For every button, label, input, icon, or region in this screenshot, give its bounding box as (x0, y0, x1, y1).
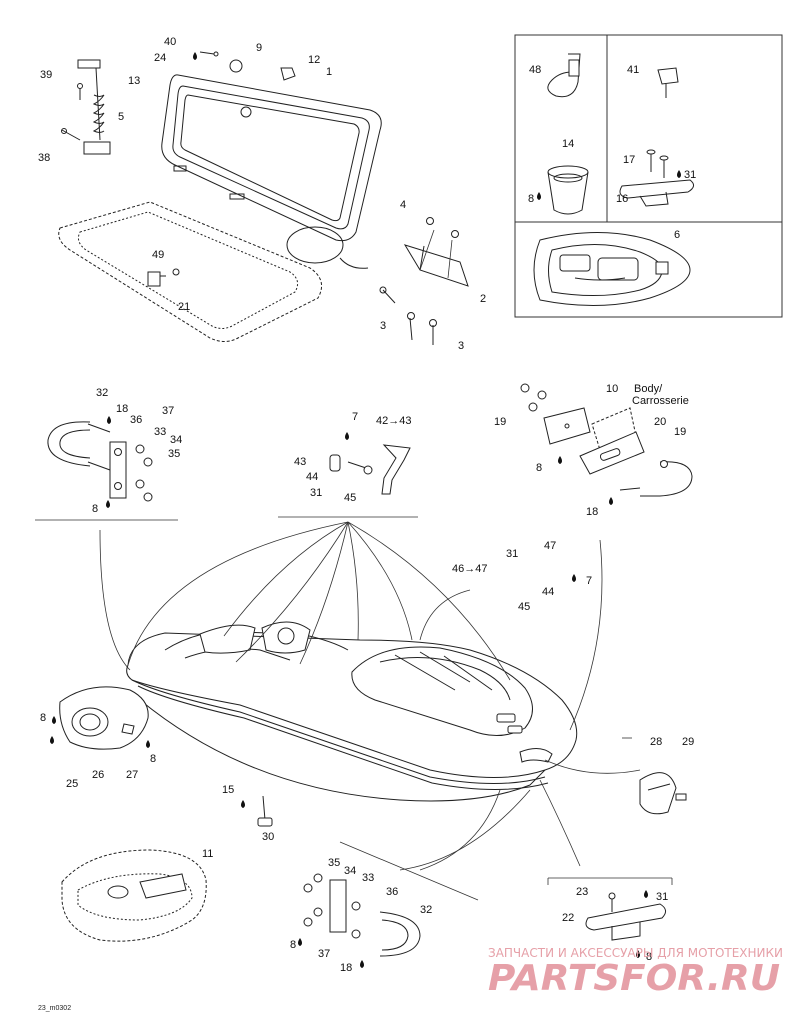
callout-40: 40 (164, 36, 176, 48)
callout-7: 7 (586, 575, 592, 587)
callout-36: 36 (130, 414, 142, 426)
callout-41: 41 (627, 64, 639, 76)
inset-box (514, 34, 783, 318)
callout-3: 3 (458, 340, 464, 352)
callout-27: 27 (126, 769, 138, 781)
shield-part-28 (622, 737, 687, 815)
callout-43: 43 (294, 456, 306, 468)
callout-31: 31 (656, 891, 668, 903)
watermark-tagline: ЗАПЧАСТИ И АКСЕССУАРЫ ДЛЯ МОТОТЕХНИКИ (488, 946, 783, 960)
callout-34: 34 (170, 434, 182, 446)
rear-plate-assembly (520, 383, 693, 497)
callout-34: 34 (344, 865, 356, 877)
callout-19: 19 (494, 416, 506, 428)
callout-21: 21 (178, 301, 190, 313)
callout-31: 31 (310, 487, 322, 499)
hinge-part-2 (379, 217, 469, 345)
callout-36: 36 (386, 886, 398, 898)
callout-31: 31 (506, 548, 518, 560)
callout-8: 8 (646, 951, 652, 963)
callout-28: 28 (650, 736, 662, 748)
callout-8: 8 (150, 753, 156, 765)
main-hull (59, 621, 578, 827)
callout-22: 22 (562, 912, 574, 924)
callout-45: 45 (344, 492, 356, 504)
callout-42-43: 42→43 (376, 415, 411, 427)
callout-48: 48 (529, 64, 541, 76)
fairing-inset-11 (61, 849, 207, 942)
callout-25: 25 (66, 778, 78, 790)
callout-35: 35 (168, 448, 180, 460)
callout-3: 3 (380, 320, 386, 332)
callout-16: 16 (616, 193, 628, 205)
callout-44: 44 (542, 586, 554, 598)
watermark: ЗАПЧАСТИ И АКСЕССУАРЫ ДЛЯ МОТОТЕХНИКИ PA… (488, 946, 783, 999)
callout-4: 4 (400, 199, 406, 211)
callout-19: 19 (674, 426, 686, 438)
cleat-assembly-rear (303, 841, 479, 957)
body-note-line2: Carrosserie (632, 395, 689, 407)
callout-39: 39 (40, 69, 52, 81)
callout-labels: 40 9 24 12 1 39 13 5 38 4 49 2 21 3 3 48… (38, 36, 696, 974)
callout-32: 32 (420, 904, 432, 916)
callout-17: 17 (623, 154, 635, 166)
callout-8: 8 (536, 462, 542, 474)
callout-38: 38 (38, 152, 50, 164)
callout-33: 33 (154, 426, 166, 438)
drop-markers (50, 52, 681, 968)
callout-8: 8 (92, 503, 98, 515)
storage-hatch-assembly (58, 51, 382, 342)
callout-2: 2 (480, 293, 486, 305)
callout-14: 14 (562, 138, 574, 150)
callout-5: 5 (118, 111, 124, 123)
callout-6: 6 (674, 229, 680, 241)
callout-49: 49 (152, 249, 164, 261)
callout-18: 18 (340, 962, 352, 974)
callout-35: 35 (328, 857, 340, 869)
callout-31: 31 (684, 169, 696, 181)
callout-29: 29 (682, 736, 694, 748)
callout-44: 44 (306, 471, 318, 483)
callout-37: 37 (318, 948, 330, 960)
callout-18: 18 (116, 403, 128, 415)
callout-1: 1 (326, 66, 332, 78)
body-note-line1: Body/ (634, 383, 663, 395)
callout-24: 24 (154, 52, 166, 64)
callout-15: 15 (222, 784, 234, 796)
callout-26: 26 (92, 769, 104, 781)
leader-lines (99, 521, 641, 871)
callout-20: 20 (654, 416, 666, 428)
callout-8: 8 (290, 939, 296, 951)
callout-8: 8 (528, 193, 534, 205)
callout-33: 33 (362, 872, 374, 884)
callout-18: 18 (586, 506, 598, 518)
callout-13: 13 (128, 75, 140, 87)
watermark-logo: PARTSFOR.RU (488, 958, 780, 999)
callout-46-47: 46→47 (452, 563, 487, 575)
callout-37: 37 (162, 405, 174, 417)
bracket-part-22 (547, 877, 673, 941)
cleat-assembly-front (35, 421, 178, 521)
callout-12: 12 (308, 54, 320, 66)
callout-32: 32 (96, 387, 108, 399)
callout-7: 7 (352, 411, 358, 423)
drawing-code: 23_m0302 (38, 1005, 71, 1012)
callout-30: 30 (262, 831, 274, 843)
callout-9: 9 (256, 42, 262, 54)
callout-11: 11 (202, 848, 213, 860)
callout-10: 10 (606, 383, 618, 395)
callout-45: 45 (518, 601, 530, 613)
callout-23: 23 (576, 886, 588, 898)
handle-assembly (278, 444, 418, 518)
callout-47: 47 (544, 540, 556, 552)
callout-8: 8 (40, 712, 46, 724)
